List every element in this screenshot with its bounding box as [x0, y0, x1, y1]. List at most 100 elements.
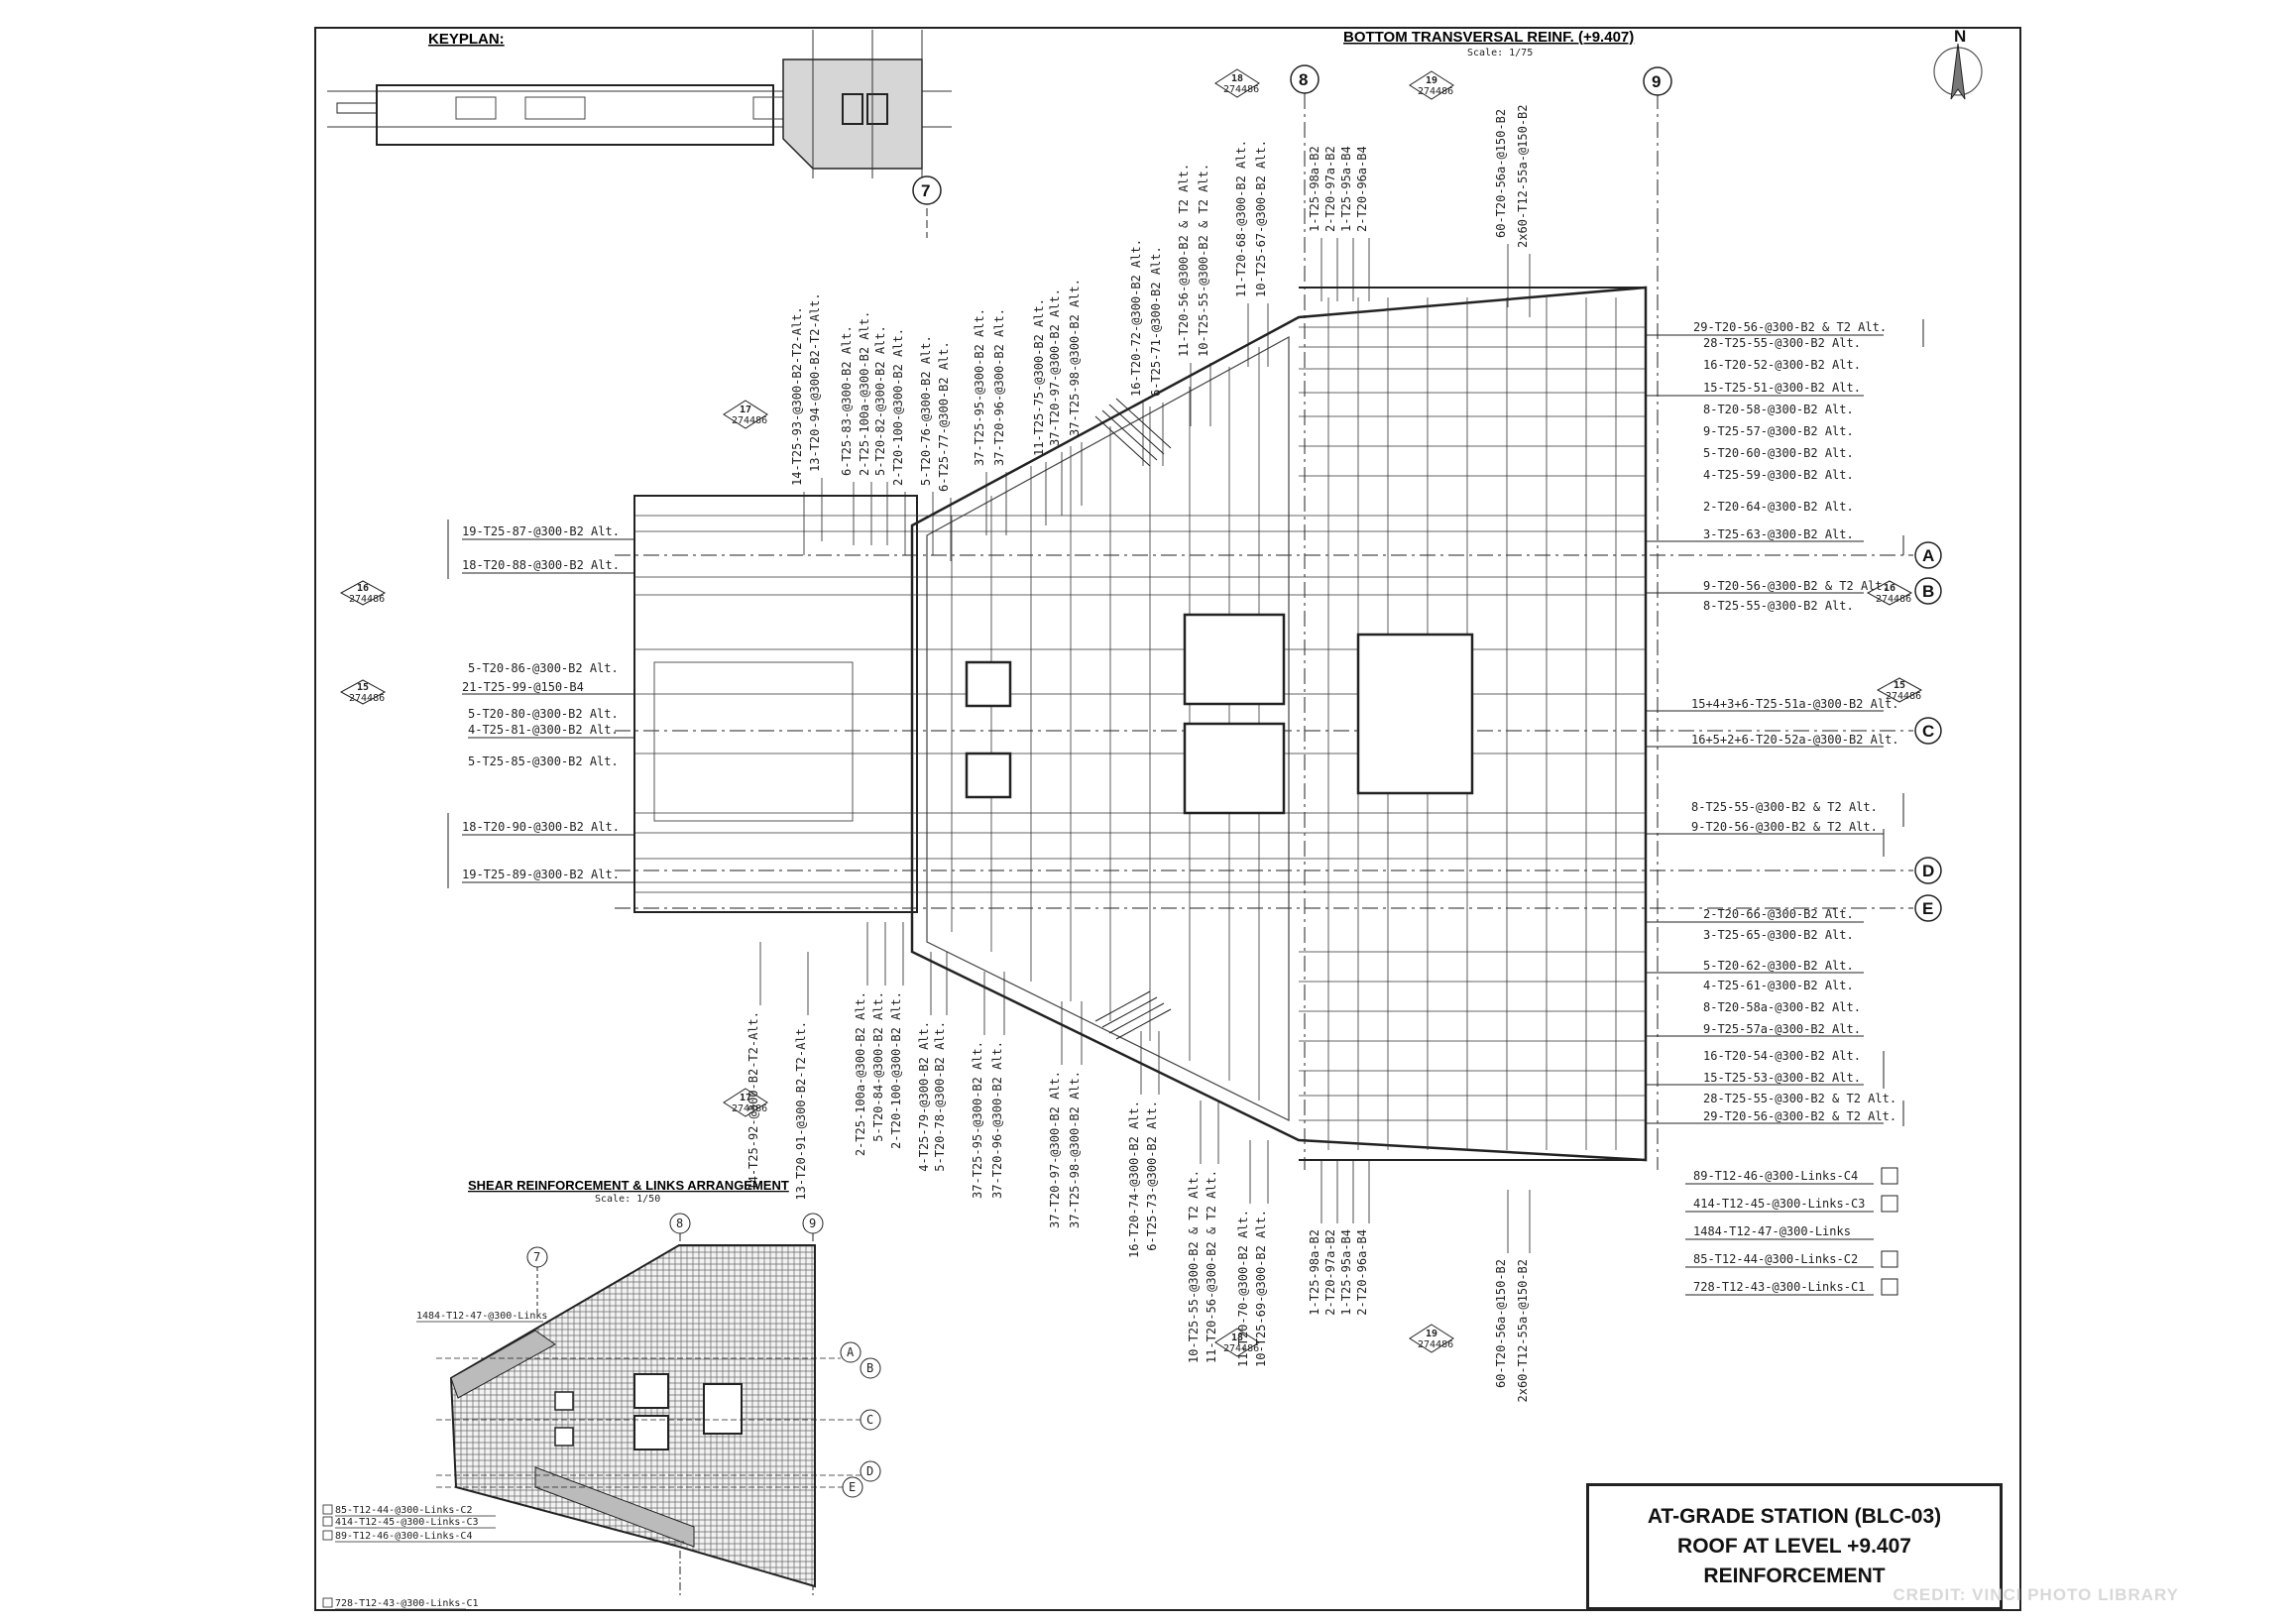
section-mark-15-left: 15 274486: [339, 679, 387, 705]
right-label: 8-T25-55-@300-B2 Alt.: [1703, 599, 1854, 613]
keyplan: KEYPLAN:: [327, 30, 952, 178]
vertical-label: 6-T25-71-@300-B2 Alt.: [1149, 246, 1163, 397]
links-legend-item: 89-T12-46-@300-Links-C4: [1693, 1169, 1858, 1183]
svg-text:274486: 274486: [732, 1103, 767, 1114]
svg-text:274486: 274486: [1886, 691, 1921, 702]
svg-text:E: E: [1922, 899, 1933, 918]
keyplan-title: KEYPLAN:: [428, 31, 505, 48]
right-label: 28-T25-55-@300-B2 & T2 Alt.: [1703, 1092, 1896, 1105]
right-label: 4-T25-59-@300-B2 Alt.: [1703, 468, 1854, 482]
shear-label: 728-T12-43-@300-Links-C1: [335, 1598, 479, 1609]
left-label: 18-T20-88-@300-B2 Alt.: [462, 558, 620, 572]
vertical-label: 37-T25-98-@300-B2 Alt.: [1068, 1071, 1082, 1228]
svg-text:16: 16: [1884, 583, 1895, 594]
grid-bubble-E: E: [1914, 894, 1942, 922]
vertical-label: 1-T25-95a-B4: [1339, 1229, 1353, 1316]
vertical-label: 5-T20-76-@300-B2 Alt.: [919, 335, 933, 486]
vertical-label: 37-T20-97-@300-B2 Alt.: [1048, 1071, 1062, 1228]
vertical-label: 2x60-T12-55a-@150-B2: [1516, 1259, 1530, 1403]
vertical-label: 37-T20-97-@300-B2 Alt.: [1048, 289, 1062, 446]
left-label: 18-T20-90-@300-B2 Alt.: [462, 820, 620, 834]
vertical-label: 37-T25-95-@300-B2 Alt.: [973, 308, 986, 466]
svg-text:B: B: [1922, 582, 1934, 601]
vertical-label: 2-T20-97a-B2: [1323, 146, 1337, 232]
grid-bubble-B: B: [1914, 577, 1942, 605]
vertical-label: 11-T20-70-@300-B2 Alt.: [1236, 1210, 1250, 1367]
right-label: 16-T20-54-@300-B2 Alt.: [1703, 1049, 1861, 1063]
vertical-label: 2-T20-96a-B4: [1355, 146, 1369, 232]
vertical-label: 5-T20-84-@300-B2 Alt.: [871, 991, 885, 1142]
vertical-label: 11-T20-56-@300-B2 & T2 Alt.: [1205, 1170, 1218, 1363]
right-label: 15-T25-53-@300-B2 Alt.: [1703, 1071, 1861, 1085]
svg-text:274486: 274486: [1876, 594, 1911, 605]
vertical-label: 10-T25-69-@300-B2 Alt.: [1254, 1210, 1268, 1367]
svg-text:19: 19: [1426, 75, 1437, 86]
vertical-label: 2x60-T12-55a-@150-B2: [1516, 105, 1530, 249]
opening-3: [1183, 613, 1286, 706]
left-label: 5-T25-85-@300-B2 Alt.: [468, 754, 619, 768]
vertical-label: 2-T20-100-@300-B2 Alt.: [891, 328, 905, 486]
section-mark-15-right: 15 274486: [1876, 677, 1923, 703]
section-mark-17-bottom: 17 274486: [723, 1088, 768, 1117]
svg-text:274486: 274486: [732, 415, 767, 426]
svg-text:A: A: [1922, 546, 1934, 565]
vertical-label: 37-T20-96-@300-B2 Alt.: [992, 308, 1006, 466]
svg-text:274486: 274486: [1223, 84, 1259, 95]
svg-text:B: B: [866, 1361, 873, 1375]
vertical-label: 14-T25-92-@300-B2-T2-Alt.: [746, 1011, 760, 1191]
right-label: 15+4+3+6-T25-51a-@300-B2 Alt.: [1691, 697, 1899, 711]
right-label: 8-T20-58-@300-B2 Alt.: [1703, 403, 1854, 416]
vertical-label: 11-T25-75-@300-B2 Alt.: [1032, 298, 1046, 456]
bottom-transversal-scale: Scale: 1/75: [1467, 48, 1533, 58]
opening-1: [965, 660, 1012, 708]
right-label: 29-T20-56-@300-B2 & T2 Alt.: [1703, 1109, 1896, 1123]
left-label: 21-T25-99-@150-B4: [462, 680, 584, 694]
vertical-label: 37-T25-95-@300-B2 Alt.: [971, 1041, 984, 1199]
vertical-label: 16-T20-74-@300-B2 Alt.: [1127, 1101, 1141, 1258]
vertical-label: 37-T20-96-@300-B2 Alt.: [990, 1041, 1004, 1199]
right-label: 15-T25-51-@300-B2 Alt.: [1703, 381, 1861, 395]
right-label: 2-T20-64-@300-B2 Alt.: [1703, 500, 1854, 514]
vertical-label: 5-T20-82-@300-B2 Alt.: [873, 325, 887, 476]
right-label: 4-T25-61-@300-B2 Alt.: [1703, 979, 1854, 992]
right-label: 16+5+2+6-T20-52a-@300-B2 Alt.: [1691, 733, 1899, 747]
svg-text:C: C: [866, 1413, 873, 1427]
svg-text:9: 9: [809, 1217, 816, 1230]
vertical-label: 2-T25-100a-@300-B2 Alt.: [858, 311, 871, 476]
title-block: AT-GRADE STATION (BLC-03) ROOF AT LEVEL …: [1586, 1483, 2003, 1610]
vertical-label: 13-T20-91-@300-B2-T2-Alt.: [794, 1021, 808, 1201]
title-block-line2: ROOF AT LEVEL +9.407: [1677, 1535, 1911, 1558]
shear-label: 1484-T12-47-@300-Links: [416, 1311, 547, 1322]
title-block-line1: AT-GRADE STATION (BLC-03): [1647, 1505, 1942, 1528]
svg-text:C: C: [1922, 722, 1934, 741]
shear-label: 89-T12-46-@300-Links-C4: [335, 1531, 472, 1542]
left-label: 19-T25-89-@300-B2 Alt.: [462, 868, 620, 881]
vertical-label: 1-T25-95a-B4: [1339, 146, 1353, 232]
svg-text:19: 19: [1426, 1329, 1437, 1339]
svg-text:D: D: [1922, 862, 1934, 880]
main-plan: 7 8 9: [615, 64, 1913, 1170]
title-block-line3: REINFORCEMENT: [1703, 1565, 1886, 1587]
svg-text:274486: 274486: [1418, 86, 1453, 97]
vertical-label: 2-T20-100-@300-B2 Alt.: [889, 991, 903, 1149]
grid-bubble-C: C: [1914, 717, 1942, 745]
svg-text:17: 17: [740, 405, 751, 415]
left-label: 4-T25-81-@300-B2 Alt.: [468, 723, 619, 737]
svg-text:274486: 274486: [1223, 1343, 1259, 1354]
right-label: 9-T25-57a-@300-B2 Alt.: [1703, 1022, 1861, 1036]
photo-credit: CREDIT: VINCI PHOTO LIBRARY: [1893, 1585, 2179, 1604]
vertical-label: 37-T25-98-@300-B2 Alt.: [1068, 279, 1082, 436]
vertical-label: 2-T20-97a-B2: [1323, 1229, 1337, 1316]
right-labels-bottom: 2-T20-66-@300-B2 Alt. 3-T25-65-@300-B2 A…: [1646, 907, 1904, 1126]
vertical-label: 14-T25-93-@300-B2-T2-Alt.: [790, 306, 804, 486]
left-label: 5-T20-86-@300-B2 Alt.: [468, 661, 619, 675]
shear-scale: Scale: 1/50: [595, 1194, 660, 1205]
vertical-label: 1-T25-98a-B2: [1308, 146, 1321, 232]
right-label: 9-T20-56-@300-B2 & T2 Alt.: [1703, 579, 1890, 593]
vertical-label: 60-T20-56a-@150-B2: [1494, 1259, 1508, 1388]
svg-text:18: 18: [1231, 1333, 1243, 1343]
north-arrow-icon: N: [1933, 27, 1983, 100]
vertical-label: 6-T25-83-@300-B2 Alt.: [840, 325, 854, 476]
svg-text:E: E: [849, 1480, 856, 1494]
grid-label-8: 8: [1299, 70, 1308, 89]
